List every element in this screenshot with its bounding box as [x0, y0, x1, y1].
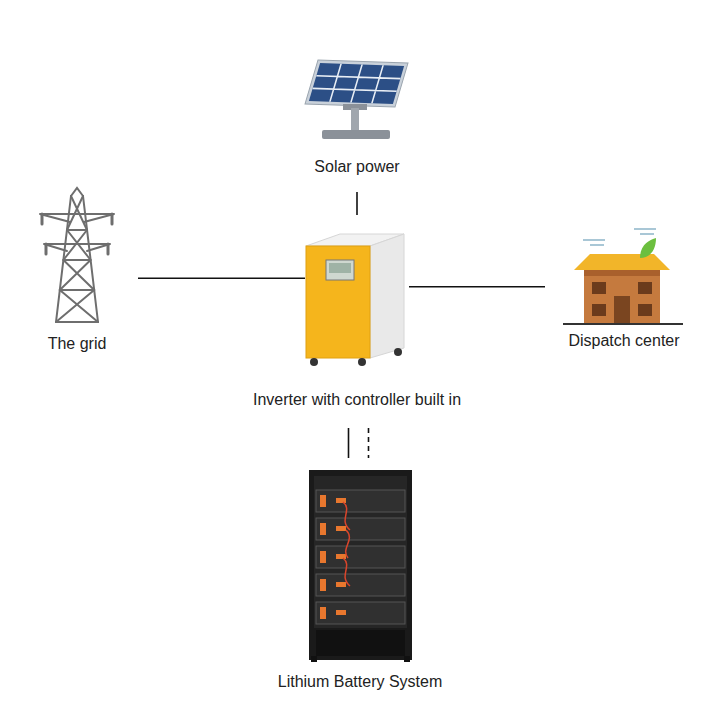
dispatch-building-part — [638, 282, 652, 294]
solar-panel-part — [351, 108, 359, 132]
solar-panel-part — [322, 130, 390, 139]
battery-rack-part — [316, 602, 405, 624]
battery-rack-part — [311, 656, 317, 662]
inverter-cabinet-part — [370, 234, 404, 358]
grid-tower-part — [56, 230, 98, 322]
connector-line — [409, 286, 545, 288]
battery-rack-part — [316, 630, 405, 656]
connector-line — [138, 277, 305, 279]
dispatch-building-part — [563, 323, 683, 325]
inverter-cabinet-part — [394, 348, 402, 356]
dispatch-building-part — [583, 229, 656, 245]
dispatch-building-part — [640, 238, 656, 258]
caption-block: Lithium Battery System — [276, 672, 445, 692]
solar-panel-part-part — [309, 63, 404, 104]
node-caption: Lithium Battery System — [276, 672, 445, 692]
node-caption: Solar power — [312, 157, 401, 177]
battery-rack-part — [320, 523, 326, 535]
dispatch-building-part — [592, 304, 606, 316]
battery-rack-part — [320, 579, 326, 591]
inverter-cabinet-part — [326, 260, 354, 280]
inverter-cabinet — [306, 234, 404, 366]
battery-rack-part — [320, 551, 326, 563]
caption-block: The grid — [46, 334, 109, 354]
battery-rack-part — [314, 476, 407, 628]
inverter-cabinet-part — [329, 263, 351, 273]
connector-line — [348, 428, 350, 458]
inverter-node: Inverter with controller built in — [305, 232, 409, 368]
battery-rack-part — [336, 582, 346, 587]
battery-rack-part — [316, 574, 405, 596]
inverter-cabinet-part — [310, 358, 318, 366]
battery-rack-part — [343, 502, 350, 586]
caption-block: Solar power — [312, 157, 401, 177]
battery-rack-part — [336, 498, 346, 503]
battery-rack-part — [336, 526, 346, 531]
dispatch-building-part — [638, 304, 652, 316]
dispatch-building-part — [574, 254, 670, 270]
dispatch-building-part — [592, 282, 606, 294]
dispatch-building — [563, 229, 683, 324]
battery-rack-part — [320, 495, 326, 507]
battery-rack — [309, 470, 412, 662]
battery-rack-part — [404, 656, 410, 662]
grid-tower-part — [40, 214, 114, 251]
solar-panel-part — [305, 60, 408, 107]
caption-block: Inverter with controller built in — [251, 390, 463, 410]
battery-rack-part — [336, 610, 346, 615]
battery-rack-part — [336, 554, 346, 559]
caption-block: Dispatch center — [566, 331, 681, 351]
battery-rack-part — [316, 518, 405, 540]
inverter-cabinet-part — [358, 358, 366, 366]
battery-rack-part — [316, 546, 405, 568]
solar-panel-part-part — [305, 60, 408, 107]
node-caption: The grid — [46, 334, 109, 354]
dispatch-building-part — [614, 296, 630, 324]
node-caption: Dispatch center — [566, 331, 681, 351]
grid-node: The grid — [37, 190, 117, 323]
connector-line — [368, 428, 370, 458]
battery-system-node: Lithium Battery System — [308, 468, 412, 661]
grid-tower — [40, 188, 114, 322]
grid-tower-part — [56, 188, 98, 322]
solar-panel-part-part — [309, 63, 404, 104]
grid-tower-part — [56, 196, 98, 322]
dispatch-building-part — [584, 270, 660, 324]
dispatch-center-node: Dispatch center — [562, 222, 686, 325]
battery-rack-part — [320, 607, 326, 619]
node-caption: Inverter with controller built in — [251, 390, 463, 410]
solar-power-node: Solar power — [302, 55, 412, 147]
battery-rack-part — [316, 490, 405, 512]
grid-tower-part — [42, 214, 112, 254]
connector-line — [356, 192, 358, 215]
solar-panel — [305, 60, 408, 139]
dispatch-building-part — [584, 270, 660, 276]
battery-rack-part — [309, 470, 412, 660]
inverter-cabinet-part — [306, 246, 370, 358]
